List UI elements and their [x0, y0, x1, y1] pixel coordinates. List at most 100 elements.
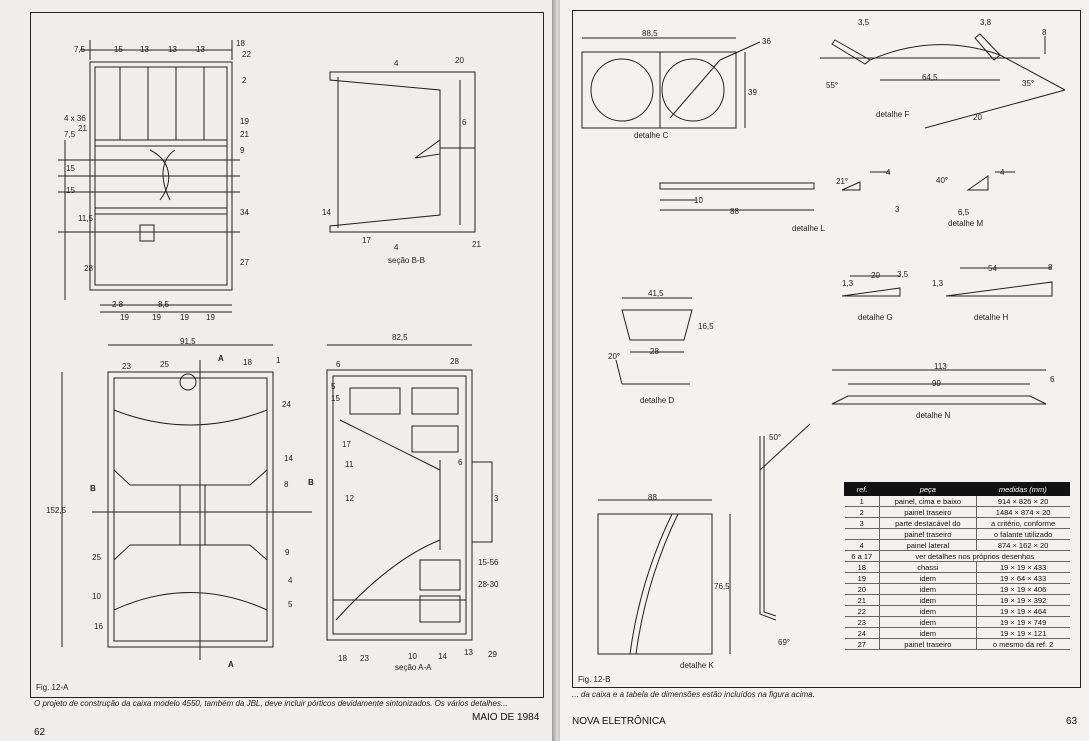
ref-label: 28	[450, 357, 459, 366]
table-cell: 874 × 162 × 20	[975, 539, 1070, 551]
detail-f-label: detalhe F	[876, 110, 910, 119]
table-cell: chassi	[879, 561, 977, 573]
detail-d-drawing	[615, 297, 693, 385]
detail-n-label: detalhe N	[916, 411, 951, 420]
front-view-drawing	[61, 344, 312, 660]
table-cell: 19 × 19 × 464	[975, 605, 1070, 617]
table-cell: painel traseiro	[879, 638, 977, 650]
ref-label: 21	[78, 124, 87, 133]
ref-label: 14	[322, 208, 331, 217]
ref-label: 25	[92, 553, 101, 562]
dim-label: 28	[650, 347, 659, 356]
table-cell: 27	[844, 638, 880, 650]
dim-label: 39	[748, 88, 757, 97]
ref-label: 24	[282, 400, 291, 409]
dim-label: 19	[152, 313, 161, 322]
table-cell: idem	[879, 627, 977, 639]
ref-label: 28-30	[478, 580, 499, 589]
section-mark: A	[218, 354, 224, 363]
table-cell: 2	[844, 506, 880, 518]
dim-label: 20	[973, 113, 982, 122]
dim-label: 19	[180, 313, 189, 322]
table-cell: parte destacável do	[879, 517, 977, 529]
ref-label: 6	[336, 360, 341, 369]
table-cell: o falante utilizado	[975, 528, 1070, 540]
table-cell	[844, 528, 880, 540]
table-cell: 19 × 19 × 121	[975, 627, 1070, 639]
ref-label: 22	[242, 50, 251, 59]
table-header: peça	[879, 482, 977, 496]
table-cell: 20	[844, 583, 880, 595]
detail-k-drawing	[597, 423, 811, 655]
page-number-left: 62	[34, 727, 46, 738]
dim-label: 16,5	[698, 322, 714, 331]
dim-label: 40°	[936, 176, 949, 185]
dim-label: 19	[206, 313, 215, 322]
page-number-right: 63	[1066, 716, 1078, 727]
table-cell: idem	[879, 583, 977, 595]
ref-label: 4	[288, 576, 293, 585]
detail-d-label: detalhe D	[640, 396, 675, 405]
table-cell: a critério, conforme	[975, 517, 1070, 529]
figure-caption: O projeto de construção da caixa modelo …	[34, 699, 508, 708]
table-cell: painel traseiro	[879, 528, 977, 540]
dim-label: 88,5	[642, 29, 658, 38]
right-page: 88,5 36 39 detalhe C 3,5 3,8 8 64,5 55° …	[560, 0, 1089, 741]
dim-label: 6	[1050, 375, 1055, 384]
dim-label: 8	[1048, 263, 1053, 272]
section-mark: B	[90, 484, 96, 493]
dim-label: 19	[120, 313, 129, 322]
dim-label: 35°	[1022, 79, 1035, 88]
figure-label: Fig. 12-B	[578, 675, 611, 684]
page-gutter	[552, 0, 560, 741]
table-cell: 23	[844, 616, 880, 628]
ref-label: 9	[240, 146, 245, 155]
figure-label: Fig. 12-A	[36, 683, 69, 692]
dim-label: 91,5	[180, 337, 196, 346]
figure-frame-left	[30, 12, 544, 698]
dim-label: 82,5	[392, 333, 408, 342]
ref-label: 29	[488, 650, 497, 659]
dim-label: 3,5	[858, 18, 870, 27]
top-view-drawing	[58, 40, 240, 313]
dim-label: 13	[168, 45, 177, 54]
ref-label: 18	[236, 39, 245, 48]
ref-label: 10	[408, 652, 417, 661]
dim-label: 3,8	[980, 18, 992, 27]
section-aa-label: seção A-A	[395, 663, 432, 672]
dim-label: 21°	[836, 177, 849, 186]
ref-label: 18	[338, 654, 347, 663]
ref-label: 20	[455, 56, 464, 65]
table-cell: 3	[844, 517, 880, 529]
ref-label: 23	[122, 362, 131, 371]
ref-label: 11	[345, 460, 354, 469]
table-cell: 914 × 826 × 20	[975, 495, 1070, 507]
detail-m-label: detalhe M	[948, 219, 984, 228]
table-cell: 18	[844, 561, 880, 573]
dim-label: 15	[66, 164, 75, 173]
dim-label: 55°	[826, 81, 839, 90]
table-cell: o mesmo da ref. 2	[975, 638, 1070, 650]
ref-label: 13	[464, 648, 473, 657]
ref-label: 15-56	[478, 558, 499, 567]
table-cell: 4	[844, 539, 880, 551]
detail-f-drawing	[820, 33, 1066, 129]
ref-label: 19	[240, 117, 249, 126]
ref-label: 6	[462, 118, 467, 127]
ref-label: 18	[243, 358, 252, 367]
table-cell: idem	[879, 594, 977, 606]
detail-h-label: detalhe H	[974, 313, 1009, 322]
ref-label: 12	[345, 494, 354, 503]
ref-label: 6	[458, 458, 463, 467]
dim-label: 7,5	[74, 45, 86, 54]
